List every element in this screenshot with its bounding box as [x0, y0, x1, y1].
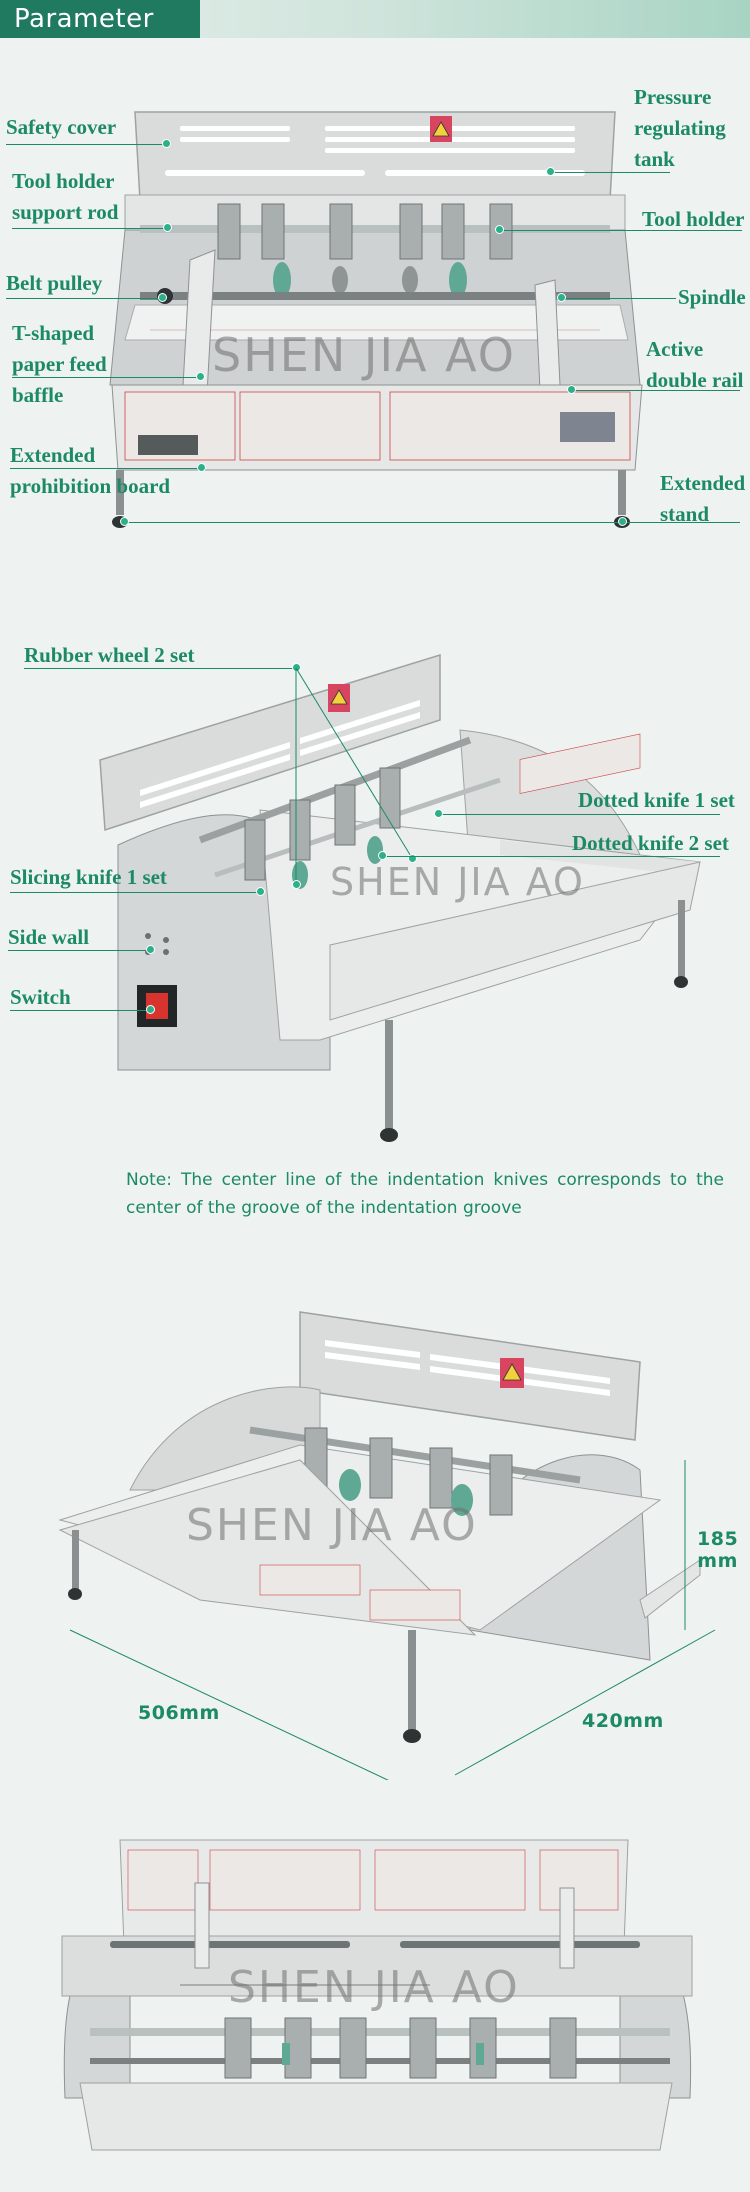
machine-perspective-illustration — [99, 653, 701, 1142]
label-t-shaped-paper-feed-baffle: T-shaped paper feed baffle — [12, 321, 107, 407]
label-slicing-knife: Slicing knife 1 set — [10, 865, 167, 889]
label-dotted-knife-1: Dotted knife 1 set — [578, 788, 735, 812]
label-tool-holder: Tool holder — [642, 207, 745, 231]
watermark: SHEN JIA AO — [212, 328, 516, 382]
rubber-wheel-leaders — [295, 667, 413, 885]
label-spindle: Spindle — [678, 285, 746, 309]
dimension-width: 506mm — [138, 1702, 220, 1724]
watermark-4: SHEN JIA AO — [228, 1962, 520, 2013]
label-rubber-wheel: Rubber wheel 2 set — [24, 643, 195, 667]
label-belt-pulley: Belt pulley — [6, 271, 103, 295]
note-text: Note: The center line of the indentation… — [126, 1170, 724, 1218]
page-title: Parameter — [0, 0, 200, 38]
machine-front-illustration — [109, 111, 643, 528]
machine-dimensions-illustration — [58, 1311, 716, 1780]
label-safety-cover: Safety cover — [6, 115, 117, 139]
label-switch: Switch — [10, 985, 71, 1009]
watermark-3: SHEN JIA AO — [186, 1500, 478, 1551]
label-active-double-rail: Active double rail — [646, 337, 744, 392]
label-dotted-knife-2: Dotted knife 2 set — [572, 831, 729, 855]
dimension-depth: 420mm — [582, 1710, 664, 1732]
dimension-height: 185 mm — [697, 1528, 739, 1572]
watermark-2: SHEN JIA AO — [330, 860, 585, 904]
label-tool-holder-support-rod: Tool holder support rod — [12, 169, 119, 224]
label-pressure-regulating-tank: Pressure regulating tank — [634, 85, 726, 171]
label-extended-stand: Extended stand — [660, 471, 746, 526]
label-side-wall: Side wall — [8, 925, 90, 949]
label-extended-prohibition-board: Extended prohibition board — [10, 443, 171, 498]
machine-top-illustration — [61, 1839, 693, 2151]
